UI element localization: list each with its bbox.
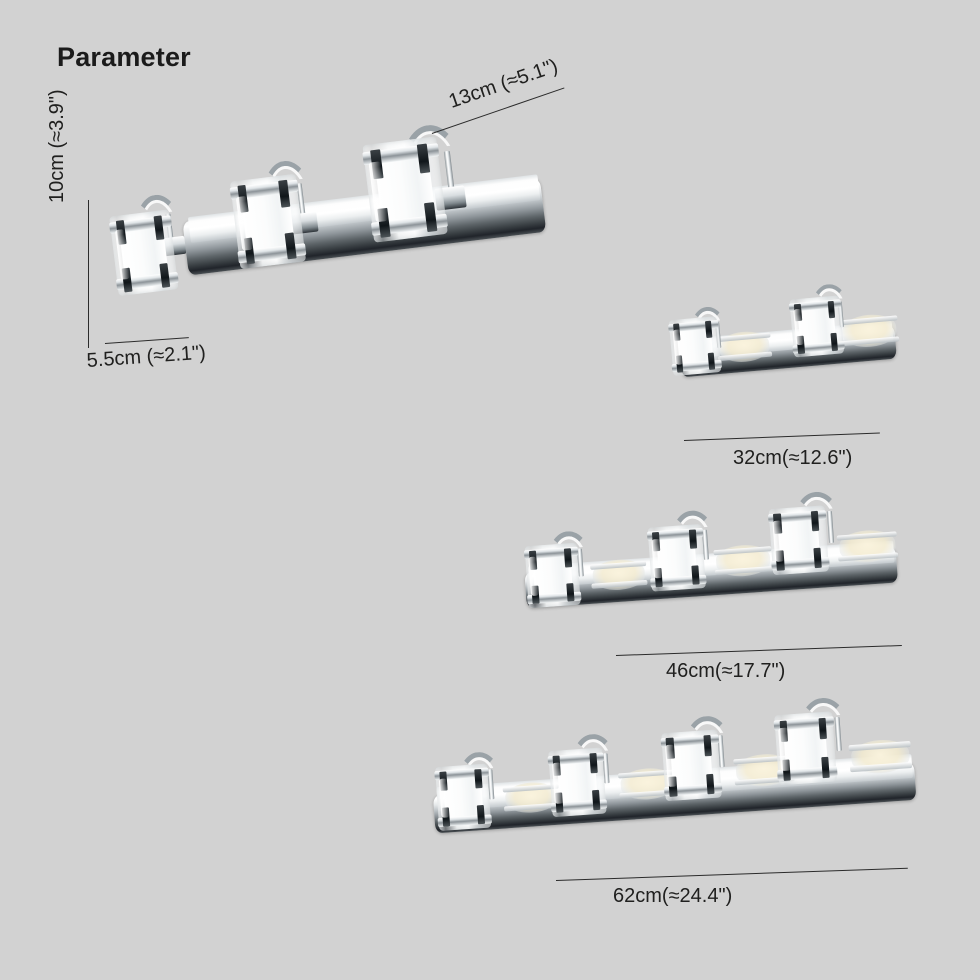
- shade-clip: [588, 753, 598, 774]
- variant-two-light-rule: [683, 432, 880, 442]
- page-title: Parameter: [57, 42, 191, 72]
- shade-clip: [829, 332, 838, 351]
- reflection-band: [836, 531, 898, 541]
- shade-clip: [820, 756, 830, 779]
- lamp-shade-2: [547, 747, 608, 818]
- hero-fixture: [95, 95, 567, 358]
- shade-clip: [563, 548, 572, 568]
- variant-three-light-fixture: [500, 481, 918, 639]
- height-label: 10cm (≈3.9"): [46, 89, 68, 203]
- shade-clip: [474, 769, 483, 789]
- height-rule: [88, 200, 90, 348]
- reflection-band: [716, 332, 771, 342]
- reflection-band: [839, 315, 898, 326]
- lamp-shade-1: [523, 542, 582, 609]
- lamp-shade-4: [773, 711, 838, 786]
- shade-clip: [566, 582, 575, 602]
- reflection-band: [713, 546, 772, 556]
- lamp-shade-1: [434, 763, 493, 832]
- variant-four-light-rule: [555, 867, 908, 882]
- lamp-shade-1: [108, 209, 180, 297]
- variant-two-light-label: 32cm(≈12.6"): [733, 447, 853, 469]
- lamp-shade-2: [788, 295, 845, 358]
- shade-clip: [476, 804, 485, 825]
- lamp-shade-3: [660, 729, 723, 802]
- lamp-shade-3: [767, 505, 830, 576]
- shade-clip: [827, 300, 836, 319]
- lamp-shade-3: [361, 136, 449, 243]
- shade-clip: [690, 565, 700, 585]
- lamp-shade-1: [668, 316, 723, 377]
- shade-clip: [818, 717, 828, 739]
- shade-width-label: 5.5cm (≈2.1"): [86, 341, 207, 372]
- shade-clip: [591, 790, 600, 811]
- variant-four-light-fixture: [408, 689, 936, 865]
- variant-three-light-rule: [615, 645, 902, 657]
- reflection-band: [848, 741, 912, 751]
- variant-two-light-fixture: [648, 268, 909, 410]
- lamp-shade-2: [646, 523, 707, 592]
- lamp-shade-2: [229, 173, 307, 270]
- shade-clip: [688, 529, 697, 550]
- variant-four-light-label: 62cm(≈24.4"): [613, 885, 733, 907]
- variant-three-light-label: 46cm(≈17.7"): [666, 660, 786, 682]
